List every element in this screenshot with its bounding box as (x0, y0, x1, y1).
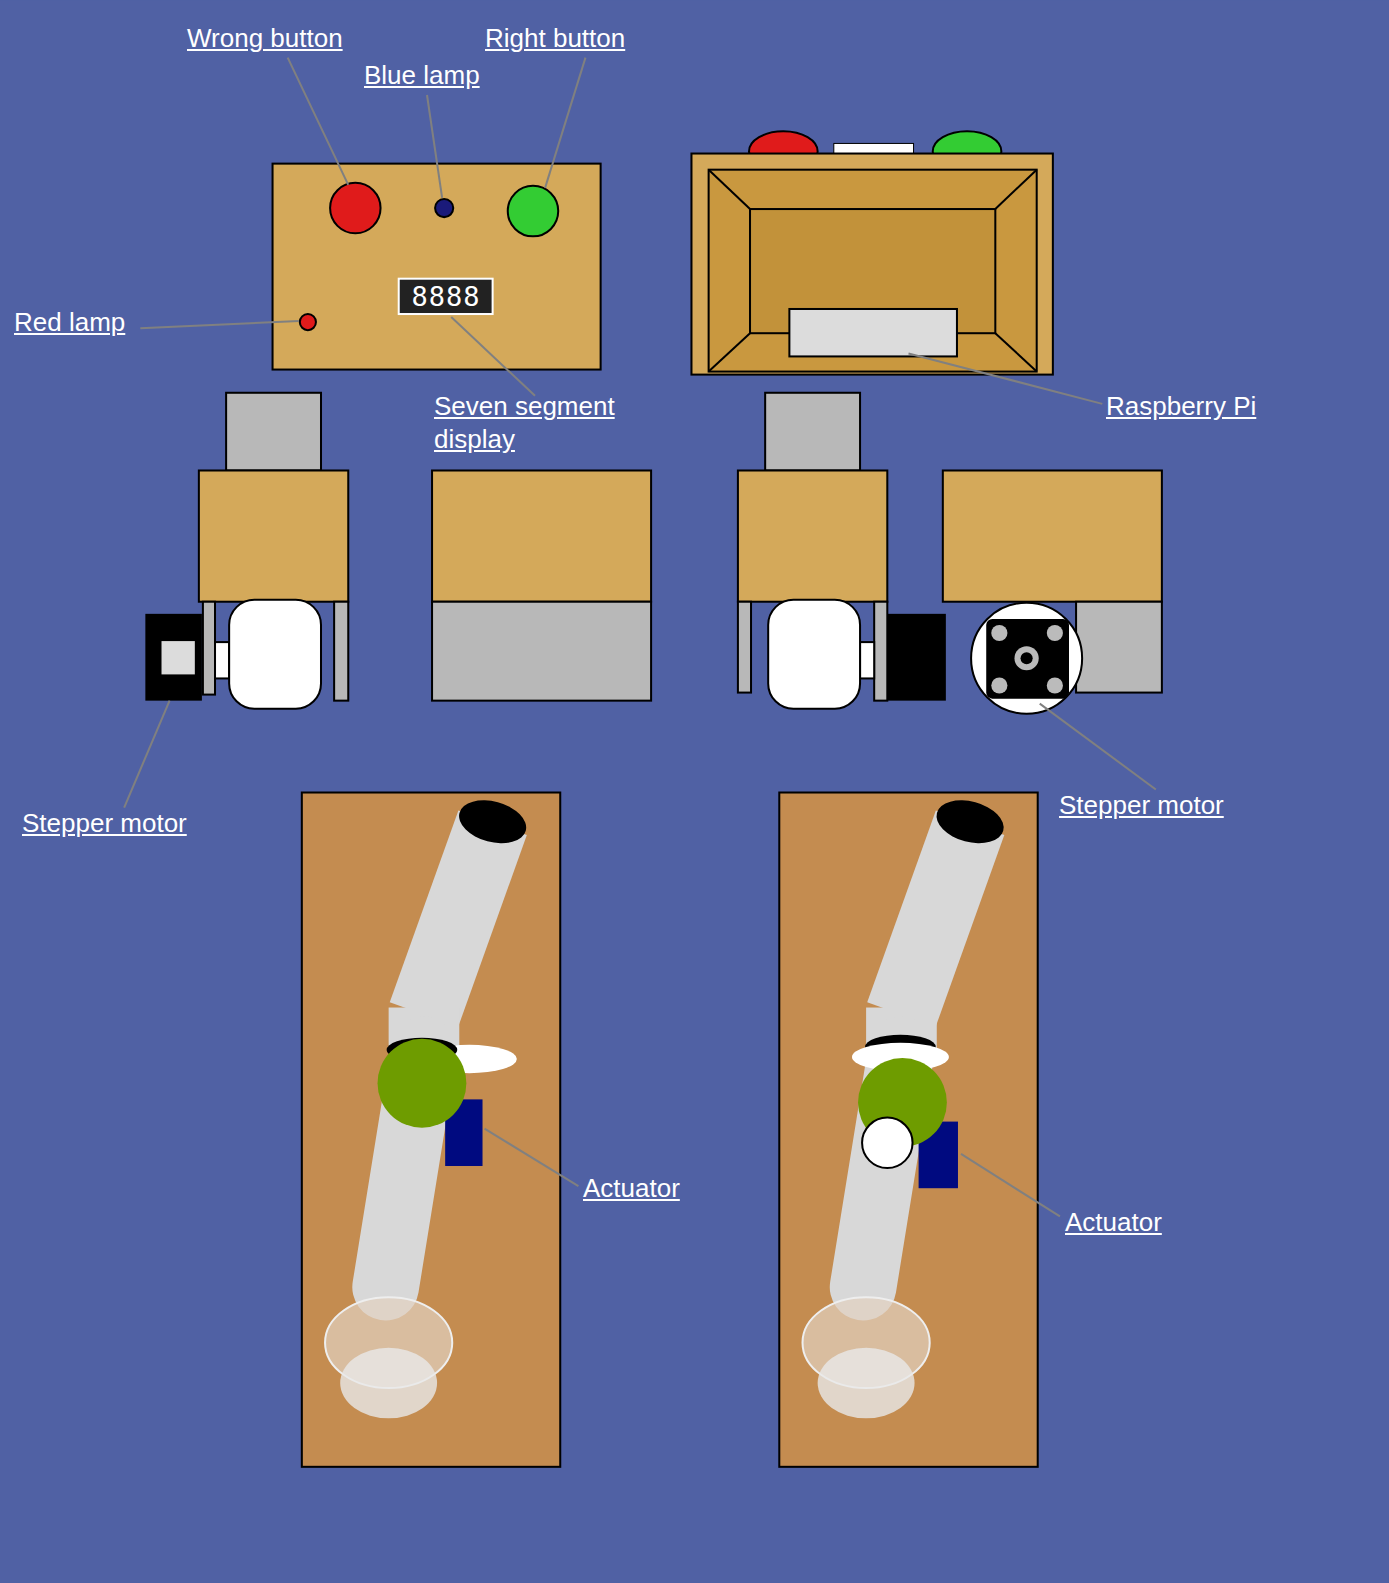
part-label: Seven segment display (434, 390, 651, 456)
part-label: Wrong button (187, 22, 343, 55)
part-label: Stepper motor (22, 807, 187, 840)
part-label: Right button (485, 22, 625, 55)
part-label: Stepper motor (1059, 789, 1224, 822)
part-label: Raspberry Pi (1106, 390, 1256, 423)
part-label: Red lamp (14, 306, 125, 339)
part-label: Blue lamp (364, 59, 480, 92)
part-label: Actuator (1065, 1206, 1162, 1239)
display-digits: 8888 (400, 280, 492, 313)
part-label: Actuator (583, 1172, 680, 1205)
